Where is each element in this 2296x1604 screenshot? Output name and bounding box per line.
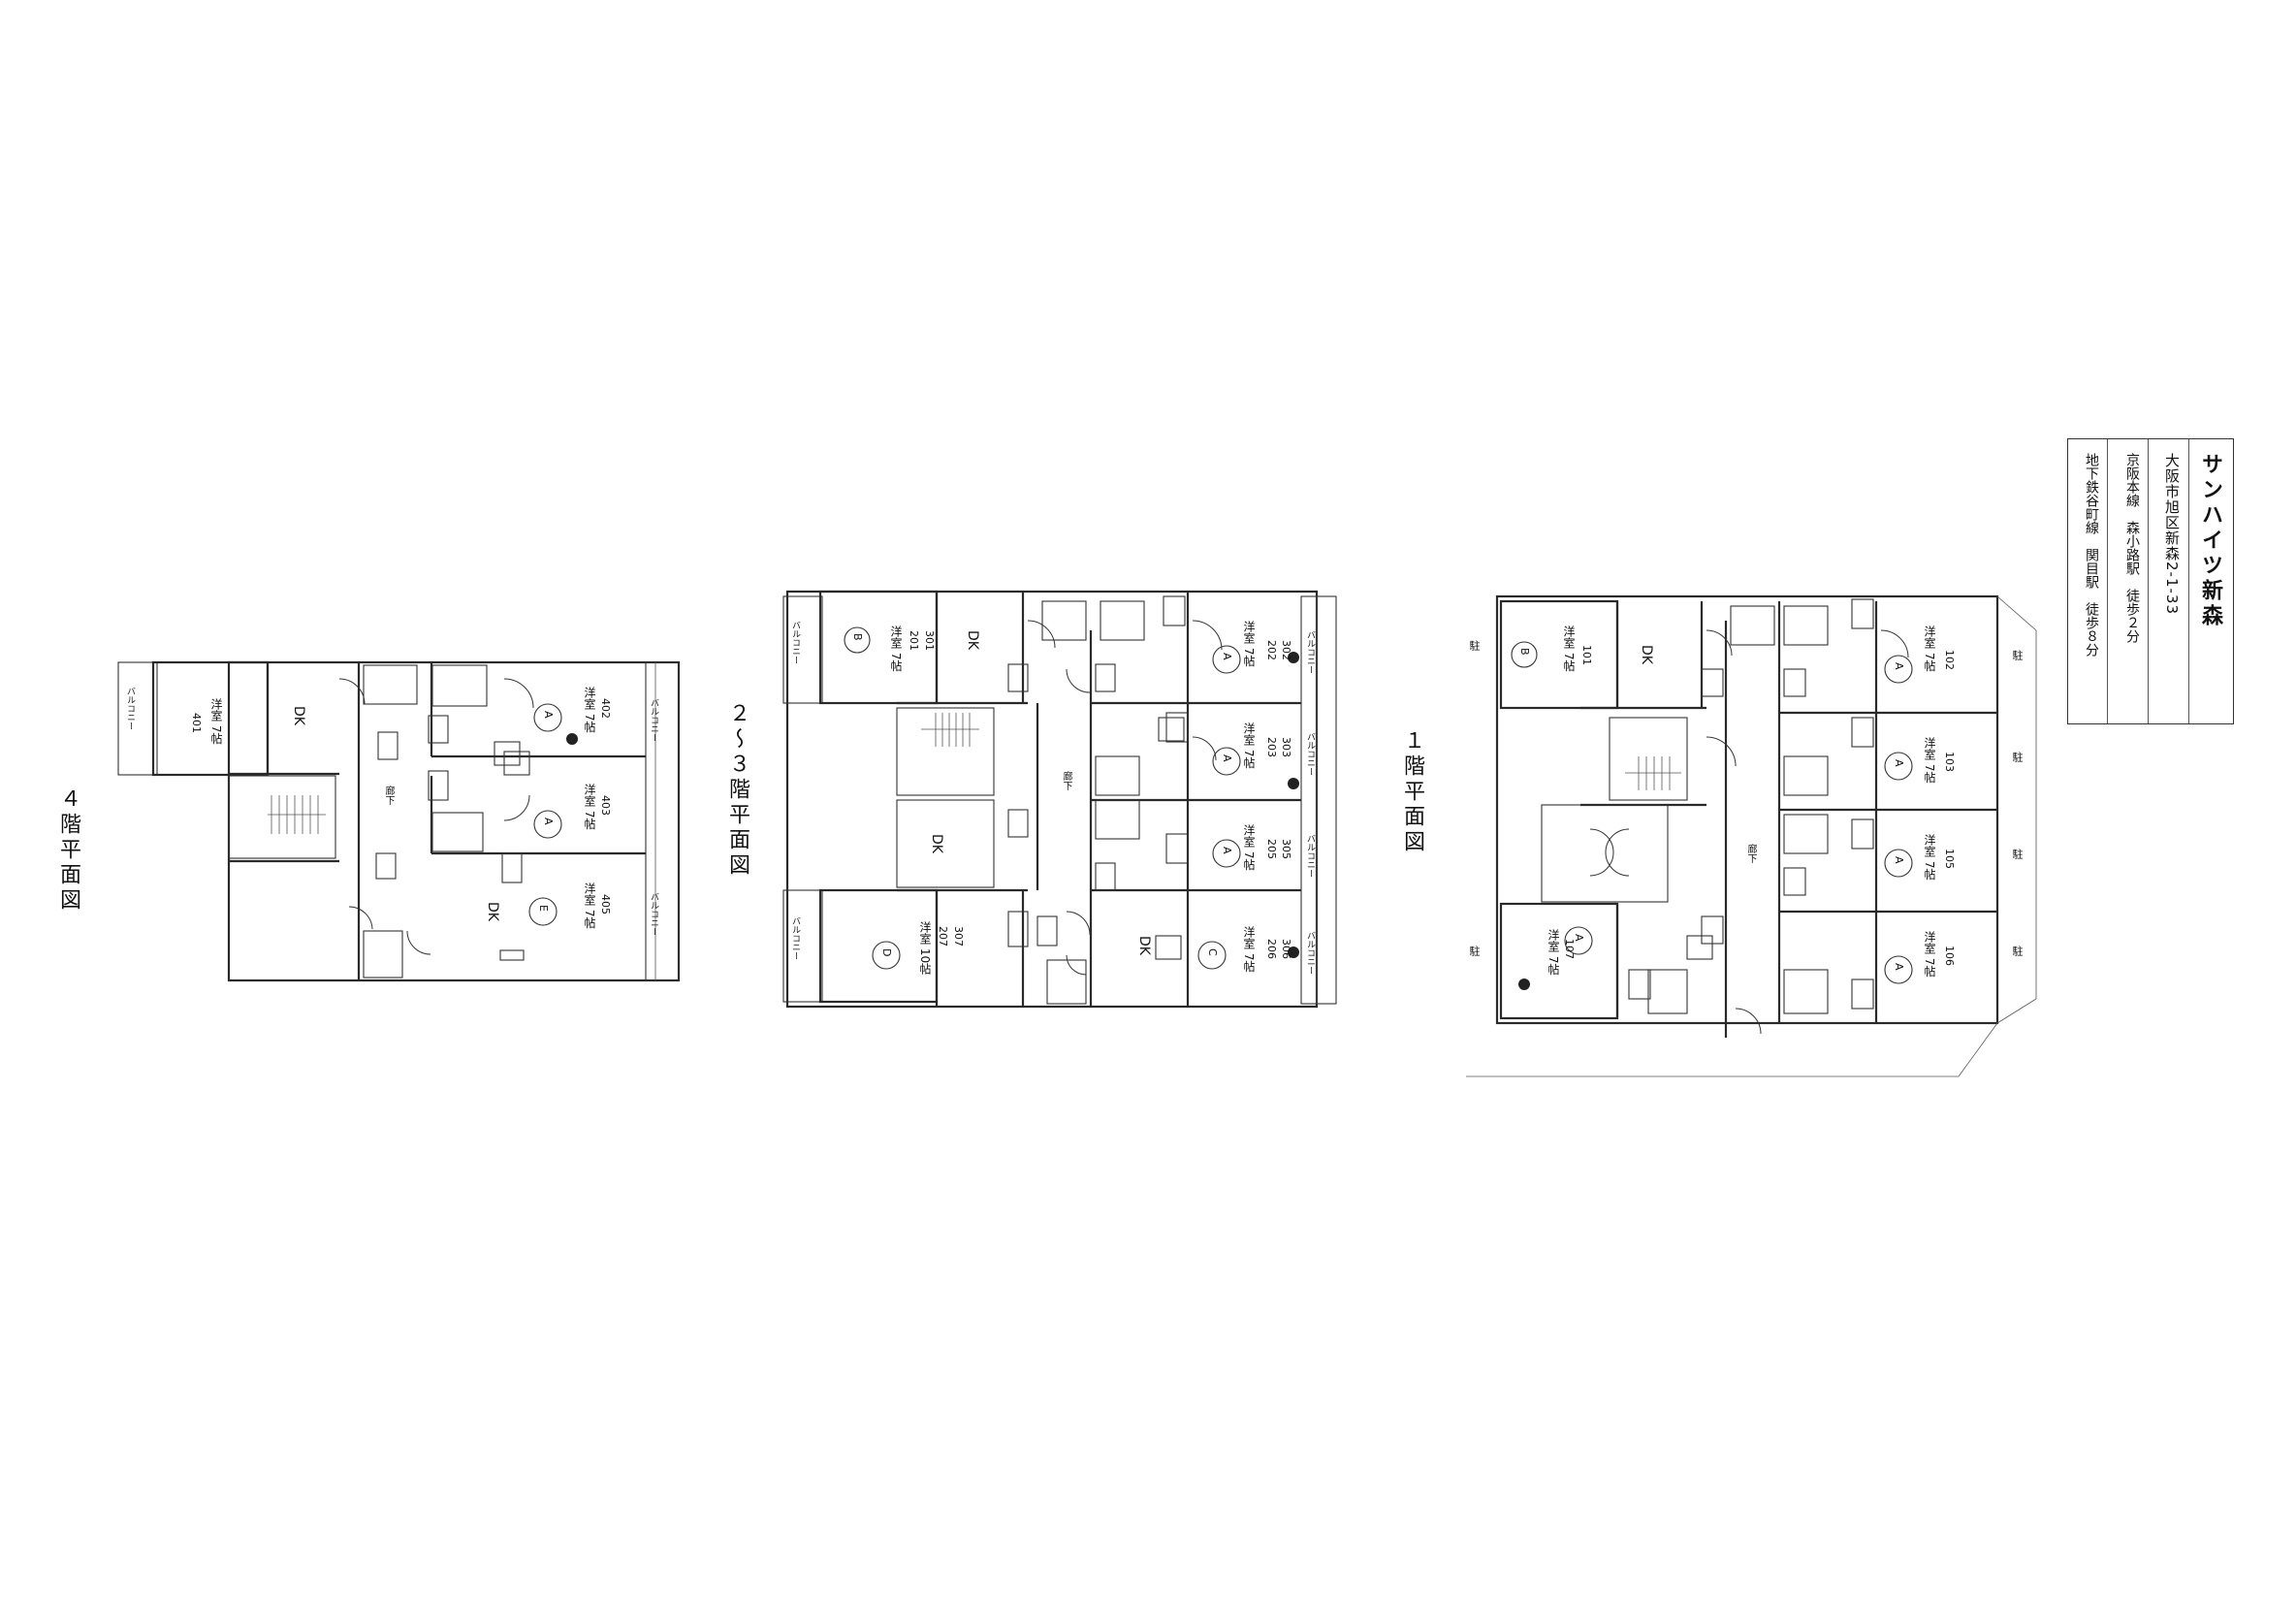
property-info-box: サンハイツ新森 大阪市旭区新森2-1-33 京阪本線 森小路駅 徒歩２分 地下鉄… [2067,438,2234,724]
unit-207-room: 洋室 10帖 [918,921,932,976]
balcony-label: バルコニー [649,892,658,936]
balcony-label: バルコニー [125,687,135,730]
unit-number: 405 [599,894,612,914]
balcony-label: バルコニー [649,698,658,742]
dk-label: DK [965,630,980,650]
unit-106-room: 洋室 7帖 [1923,931,1936,978]
type-label: C [1206,948,1219,956]
info-divider [2107,439,2108,723]
unit-number: 201 [908,630,920,651]
unit-201-room: 洋室 7帖 [889,626,903,672]
info-divider [2188,439,2189,723]
unit-number: 206 [1265,939,1278,959]
type-label: B [1518,648,1531,656]
unit-number: 105 [1943,849,1956,869]
balcony-label: バルコニー [1305,630,1315,674]
unit-number: 203 [1265,737,1278,757]
property-access-2: 地下鉄谷町線 関目駅 徒歩８分 [2084,453,2099,657]
balcony-label: バルコニー [1305,732,1315,776]
floor4-plan [117,660,681,982]
unit-number: 302 [1280,640,1292,660]
parking-label: 駐 [1468,640,1481,651]
unit-number: 402 [599,698,612,719]
unit-number: 307 [952,926,965,946]
dk-label: DK [929,834,944,853]
type-label: B [851,633,864,641]
balcony-label: バルコニー [1305,931,1315,975]
parking-label: 駐 [1468,946,1481,956]
corridor-label: 廊下 [383,786,394,805]
type-label: A [1221,653,1233,660]
unit-103-room: 洋室 7帖 [1923,737,1936,784]
unit-205-room: 洋室 7帖 [1242,824,1256,871]
unit-number: 101 [1580,645,1593,665]
stairs-icon [921,713,979,747]
unit-number: 303 [1280,737,1292,757]
property-name: サンハイツ新森 [2198,453,2222,629]
type-label: A [1893,856,1905,864]
unit-101-room: 洋室 7帖 [1562,626,1576,672]
floor23-plan [782,590,1337,1009]
type-label: A [1893,662,1905,670]
type-label: A [1573,934,1585,942]
type-label: A [542,711,555,719]
balcony-label: バルコニー [790,621,800,664]
unit-number: 107 [1563,939,1576,959]
type-label: A [1893,963,1905,971]
floor1-title: １階平面図 [1400,729,1424,855]
unit-105-room: 洋室 7帖 [1923,834,1936,881]
parking-label: 駐 [2011,946,2024,956]
dk-label: DK [291,706,306,725]
property-access-1: 京阪本線 森小路駅 徒歩２分 [2124,453,2140,643]
unit-203-room: 洋室 7帖 [1242,722,1256,769]
unit-number: 103 [1943,752,1956,772]
unit-401-room: 洋室 7帖 [209,698,223,745]
unit-202-room: 洋室 7帖 [1242,621,1256,667]
unit-number: 401 [190,713,203,733]
unit-number: 207 [937,926,949,946]
dk-label: DK [1136,936,1152,955]
info-divider [2148,439,2149,723]
dk-label: DK [485,902,500,921]
property-address: 大阪市旭区新森2-1-33 [2163,453,2181,615]
parking-label: 駐 [2011,650,2024,660]
type-label: A [1893,759,1905,767]
unit-number: 205 [1265,839,1278,859]
unit-206-room: 洋室 7帖 [1242,926,1256,973]
unit-number: 306 [1280,939,1292,959]
type-label: A [1221,754,1233,762]
unit-102-room: 洋室 7帖 [1923,626,1936,672]
dk-label: DK [1639,645,1654,664]
unit-107-room: 洋室 7帖 [1547,929,1560,976]
balcony-label: バルコニー [1305,834,1315,878]
unit-402-room: 洋室 7帖 [583,687,596,733]
type-label: D [880,948,893,957]
unit-number: 403 [599,795,612,816]
unit-number: 106 [1943,946,1956,966]
floor1-plan [1466,594,2037,1077]
unit-405-room: 洋室 7帖 [583,882,596,929]
type-label: A [1221,847,1233,854]
corridor-label: 廊下 [1061,771,1071,790]
unit-number: 301 [923,630,936,651]
balcony-label: バルコニー [790,916,800,960]
stairs-icon [1625,756,1681,790]
type-label: A [542,818,555,825]
parking-label: 駐 [2011,849,2024,859]
floor4-title: ４階平面図 [56,787,80,914]
corridor-label: 廊下 [1745,844,1756,863]
unit-403-room: 洋室 7帖 [583,784,596,830]
floor23-title: ２～３階平面図 [725,702,749,879]
unit-number: 305 [1280,839,1292,859]
unit-number: 102 [1943,650,1956,670]
stairs-icon [268,795,326,834]
type-label: E [537,905,550,912]
parking-label: 駐 [2011,752,2024,762]
unit-number: 202 [1265,640,1278,660]
